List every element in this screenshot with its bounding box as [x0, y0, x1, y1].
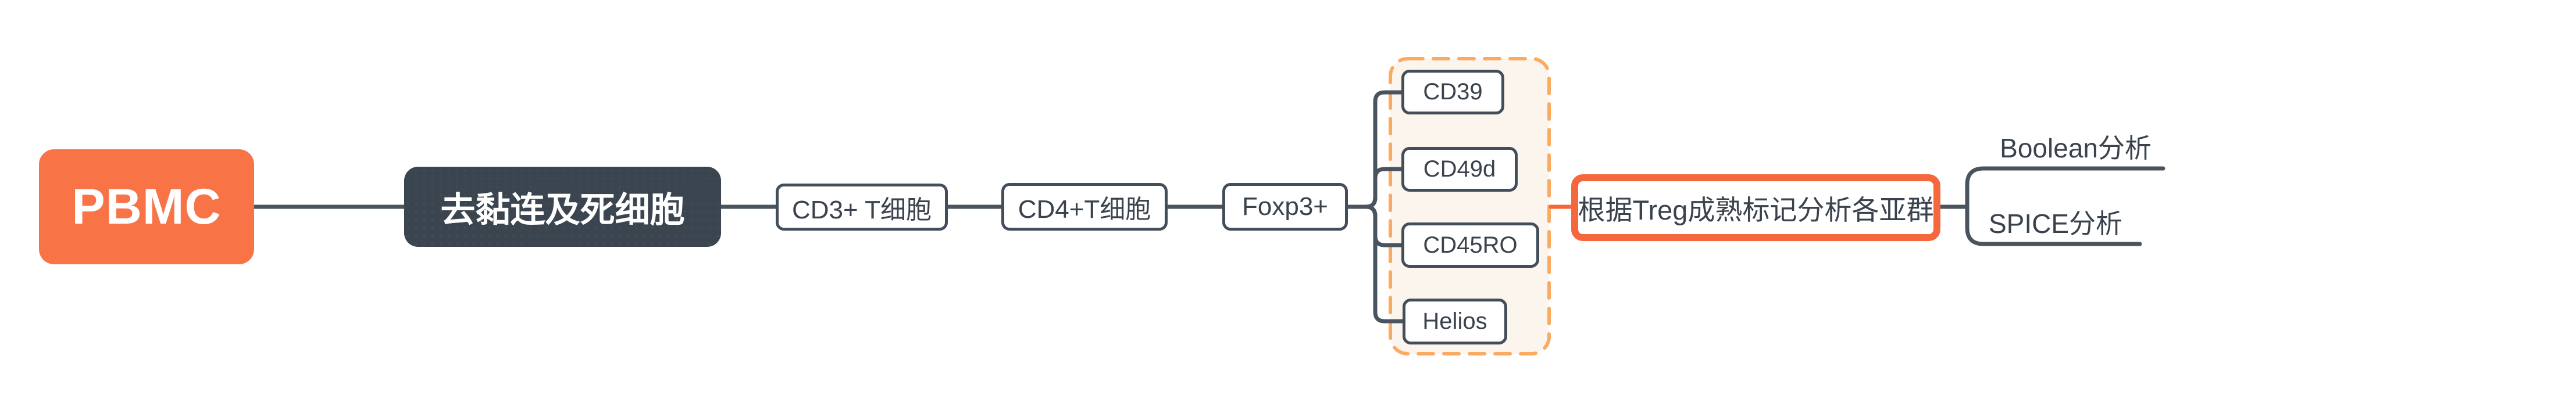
topic-treg-subset-analysis-label: 根据Treg成熟标记分析各亚群 [1578, 195, 1934, 225]
topic-cd3-t-cells[interactable]: CD3+ T细胞 [776, 184, 948, 231]
topic-cd39[interactable]: CD39 [1401, 70, 1504, 114]
topic-cd3-t-cells-label: CD3+ T细胞 [791, 195, 932, 224]
topic-foxp3[interactable]: Foxp3+ [1222, 183, 1348, 231]
topic-spice-analysis-label: SPICE分析 [1988, 209, 2122, 239]
topic-remove-adherent-dead-cells-label: 去黏连及死细胞 [440, 190, 685, 229]
topic-cd4-t-cells[interactable]: CD4+T细胞 [1001, 183, 1168, 231]
topic-remove-adherent-dead-cells[interactable]: 去黏连及死细胞 [404, 167, 721, 247]
topic-pbmc[interactable]: PBMC [39, 149, 254, 264]
topic-cd45ro-label: CD45RO [1423, 232, 1518, 258]
topic-cd49d[interactable]: CD49d [1401, 147, 1518, 192]
edge-outputs-bracket [1965, 166, 2165, 246]
topic-helios[interactable]: Helios [1403, 299, 1507, 344]
topic-cd49d-label: CD49d [1423, 156, 1496, 182]
topic-pbmc-label: PBMC [72, 178, 222, 235]
topic-foxp3-label: Foxp3+ [1242, 192, 1328, 221]
edge-foxp3-to-helios [1346, 204, 1405, 324]
topic-helios-label: Helios [1422, 308, 1487, 334]
topic-cd45ro[interactable]: CD45RO [1401, 222, 1539, 268]
topic-spice-analysis[interactable]: SPICE分析 [1954, 209, 2122, 239]
topic-boolean-analysis[interactable]: Boolean分析 [1954, 134, 2152, 163]
topic-treg-subset-analysis[interactable]: 根据Treg成熟标记分析各亚群 [1571, 174, 1940, 241]
topic-cd4-t-cells-label: CD4+T细胞 [1018, 195, 1151, 224]
topic-cd39-label: CD39 [1423, 79, 1483, 105]
topic-boolean-analysis-label: Boolean分析 [2000, 133, 2152, 163]
